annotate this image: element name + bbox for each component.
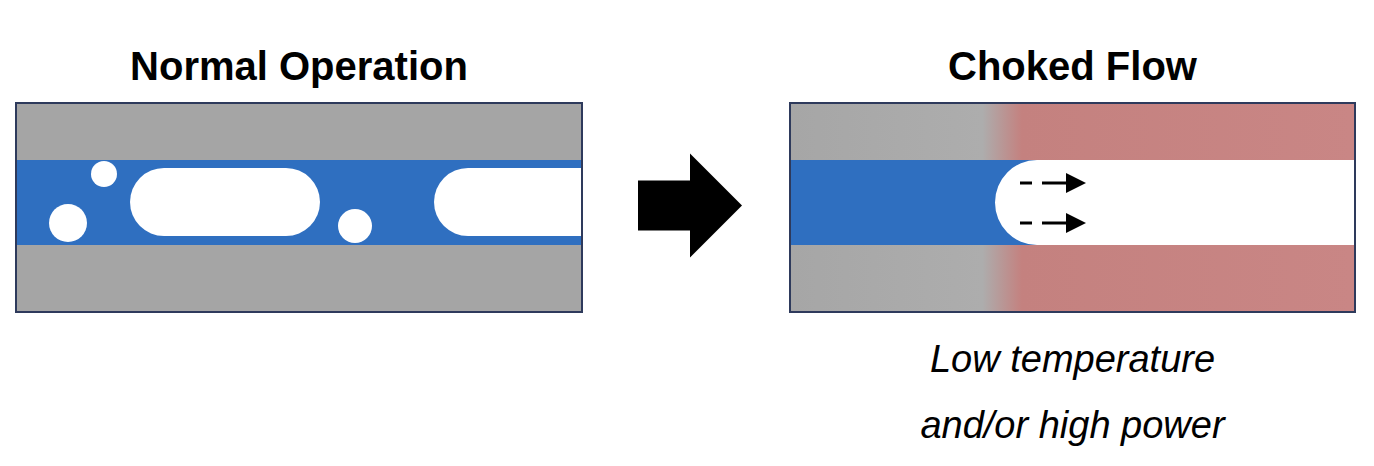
panel-heading: Choked Flow bbox=[731, 42, 1374, 90]
normal-channel bbox=[16, 103, 581, 311]
block-arrow bbox=[638, 154, 742, 258]
panel-box: Choked FlowLow temperature and/or high p… bbox=[789, 102, 1356, 313]
condition-caption: Low temperature and/or high power bbox=[878, 326, 1268, 458]
choked-channel bbox=[791, 103, 1354, 311]
panel-heading: Normal Operation bbox=[0, 42, 641, 90]
panel-box: Normal Operation bbox=[15, 102, 583, 313]
